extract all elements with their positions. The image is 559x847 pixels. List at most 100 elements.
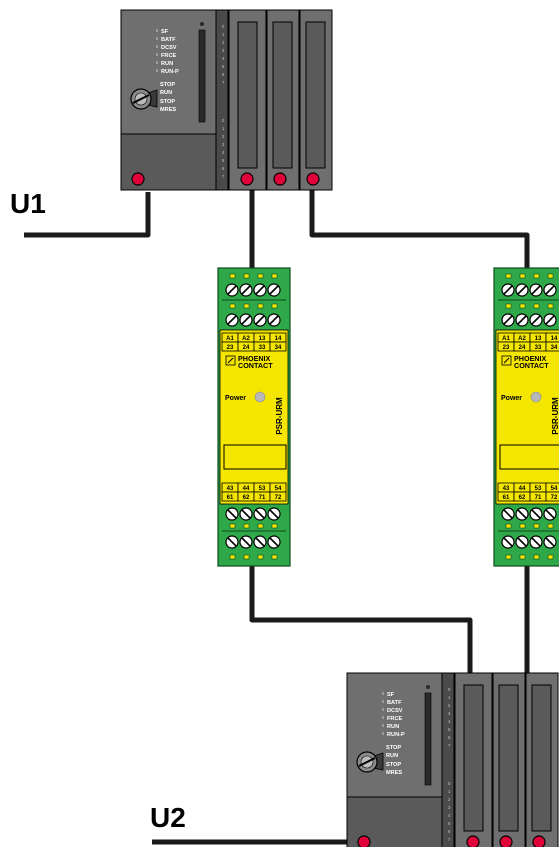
plc-io-strip — [215, 9, 229, 191]
wire-plc1-to-relay2 — [309, 190, 530, 268]
plc-top: SF BATF DCSV FRCE RUN RUN-P STOP RUN STO… — [120, 9, 333, 191]
svg-text:3: 3 — [448, 711, 451, 716]
svg-text:6: 6 — [448, 829, 451, 834]
io-numbers-upper: 0 1 2 3 4 5 6 7 — [448, 687, 451, 748]
safety-relay-left: A1 A2 13 14 23 24 33 34 PHOENIX CONTACT … — [217, 267, 291, 567]
io-module-2 — [492, 672, 526, 847]
svg-text:1: 1 — [448, 789, 451, 794]
svg-text:2: 2 — [222, 40, 225, 45]
svg-text:5: 5 — [222, 158, 225, 163]
io-module-1 — [228, 9, 267, 191]
svg-text:6: 6 — [222, 166, 225, 171]
terminal-label: A1 — [502, 336, 510, 342]
terminal-label: 33 — [259, 345, 266, 351]
led-label-sf: SF — [161, 29, 169, 35]
switch-label-mres: MRES — [160, 107, 176, 113]
terminal-label: 43 — [227, 486, 234, 492]
brand-line-2: CONTACT — [238, 361, 273, 370]
indicator-cpu-icon — [131, 172, 145, 186]
plc-bottom: SF BATF DCSV FRCE RUN RUN-P STOP RUN STO… — [346, 672, 559, 847]
terminal-label: A1 — [226, 336, 234, 342]
terminal-label: 54 — [551, 486, 558, 492]
terminal-label: 53 — [259, 486, 266, 492]
io-module-2 — [266, 9, 300, 191]
io-module-1 — [454, 672, 493, 847]
svg-text:4: 4 — [448, 719, 451, 724]
svg-text:6: 6 — [448, 735, 451, 740]
svg-text:6: 6 — [222, 72, 225, 77]
terminal-label: 54 — [275, 486, 282, 492]
terminal-label: 62 — [519, 495, 526, 501]
mode-switch-icon — [356, 751, 384, 773]
label-u1: U1 — [10, 188, 46, 219]
led-label-dcsv: DCSV — [161, 45, 177, 51]
terminal-label: 71 — [535, 495, 542, 501]
led-label-dcsv: DCSV — [387, 708, 403, 714]
led-label-run-p: RUN-P — [387, 732, 405, 738]
led-label-sf: SF — [387, 692, 395, 698]
terminal-label: 33 — [535, 345, 542, 351]
label-u2: U2 — [150, 802, 186, 833]
model-label: PSR-URM — [275, 397, 284, 435]
memory-card-slot — [424, 692, 432, 786]
terminal-label: 13 — [259, 336, 266, 342]
svg-text:3: 3 — [222, 142, 225, 147]
svg-text:4: 4 — [448, 813, 451, 818]
led-label-batf: BATF — [161, 37, 176, 43]
terminal-label: 53 — [535, 486, 542, 492]
brand-line-1: PHOENIX — [238, 354, 271, 363]
u1-wire — [24, 192, 151, 238]
svg-text:0: 0 — [222, 24, 225, 29]
switch-label-run: RUN — [386, 753, 398, 759]
svg-text:1: 1 — [448, 695, 451, 700]
indicator-cpu-icon — [357, 835, 371, 847]
led-label-batf: BATF — [387, 700, 402, 706]
io-module-3 — [525, 672, 559, 847]
svg-text:3: 3 — [448, 805, 451, 810]
terminal-label: 34 — [275, 345, 282, 351]
indicator-io-1-icon — [240, 172, 254, 186]
safety-relay-right: A1 A2 13 14 23 24 33 34 PHOENIX CONTACT … — [493, 267, 559, 567]
svg-text:7: 7 — [448, 743, 451, 748]
svg-text:7: 7 — [222, 80, 225, 85]
terminal-label: A2 — [242, 336, 250, 342]
svg-text:0: 0 — [222, 118, 225, 123]
switch-label-stop: STOP — [386, 745, 401, 751]
terminal-label: 72 — [275, 495, 282, 501]
terminal-label: 24 — [519, 345, 526, 351]
brand-line-2: CONTACT — [514, 361, 549, 370]
terminal-label: 44 — [243, 486, 250, 492]
led-label-frce: FRCE — [387, 716, 402, 722]
svg-text:1: 1 — [222, 126, 225, 131]
brand-line-1: PHOENIX — [514, 354, 547, 363]
terminal-label: 71 — [259, 495, 266, 501]
switch-label-stop-2: STOP — [160, 99, 175, 105]
indicator-io-3-icon — [306, 172, 320, 186]
terminal-label: 23 — [503, 345, 510, 351]
svg-text:4: 4 — [222, 150, 225, 155]
io-module-3 — [299, 9, 333, 191]
switch-label-stop: STOP — [160, 82, 175, 88]
model-label: PSR-URM — [551, 397, 559, 435]
terminal-label: A2 — [518, 336, 526, 342]
indicator-io-2-icon — [273, 172, 287, 186]
svg-text:5: 5 — [448, 821, 451, 826]
indicator-io-1-icon — [466, 835, 480, 847]
memory-card-slot — [198, 29, 206, 123]
terminal-label: 14 — [275, 336, 282, 342]
svg-text:2: 2 — [222, 134, 225, 139]
svg-text:2: 2 — [448, 797, 451, 802]
switch-label-stop-2: STOP — [386, 762, 401, 768]
io-numbers-lower: 0 1 2 3 4 5 6 7 — [222, 118, 225, 179]
svg-text:0: 0 — [448, 687, 451, 692]
svg-text:1: 1 — [222, 32, 225, 37]
terminal-label: 14 — [551, 336, 558, 342]
svg-text:5: 5 — [222, 64, 225, 69]
led-label-run-p: RUN-P — [161, 69, 179, 75]
svg-text:7: 7 — [448, 837, 451, 842]
wire-relay1-to-plc2 — [249, 562, 473, 680]
svg-text:3: 3 — [222, 48, 225, 53]
power-label: Power — [501, 395, 522, 402]
terminal-label: 62 — [243, 495, 250, 501]
